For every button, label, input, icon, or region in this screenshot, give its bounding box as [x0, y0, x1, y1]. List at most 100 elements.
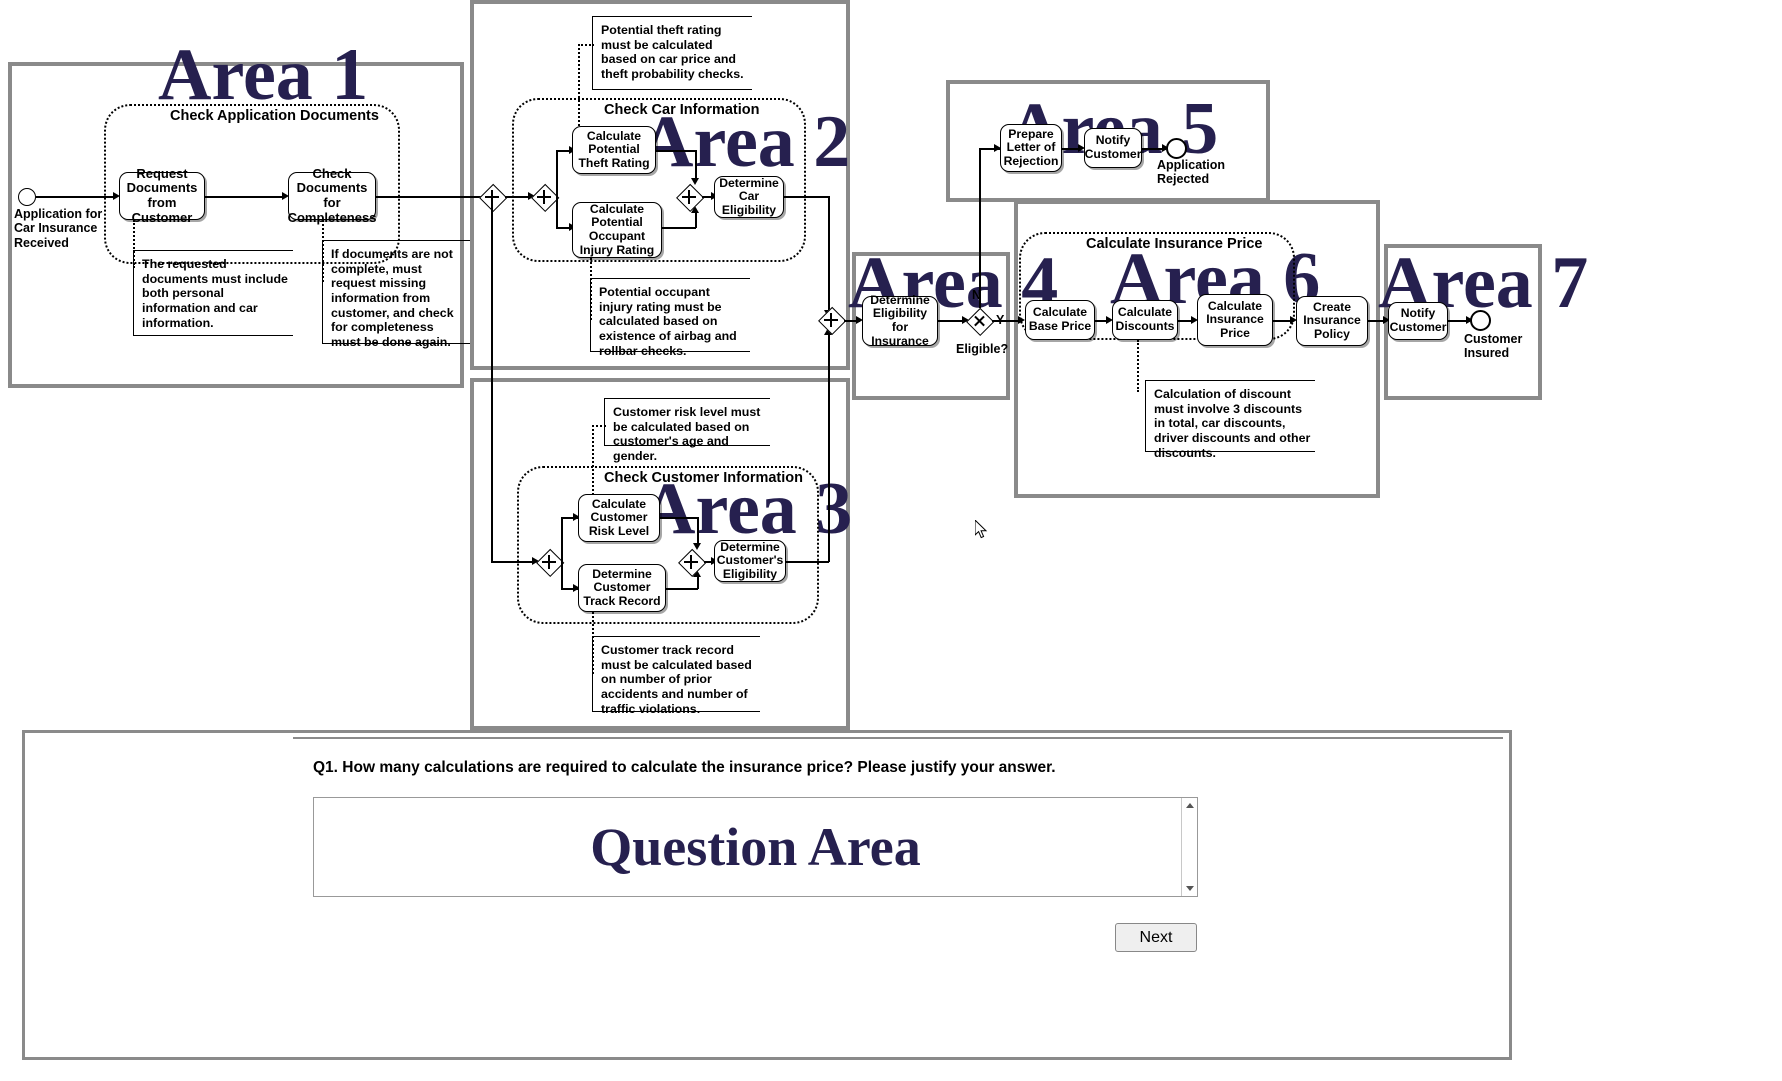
flow-discounts-to-price [1178, 320, 1194, 322]
flow-eligibility-to-gateway [938, 320, 964, 322]
annotation-occupant-injury: Potential occupant injury rating must be… [590, 278, 750, 358]
task-prepare-letter-of-rejection[interactable]: Prepare Letter of Rejection [1000, 124, 1062, 172]
flow-risk-join-v [697, 517, 699, 545]
task-calculate-potential-occupant-injury-rating[interactable]: Calculate Potential Occupant Injury Rati… [572, 202, 662, 258]
task-notify-customer-rejection[interactable]: Notify Customer [1084, 128, 1142, 168]
arrowhead [532, 557, 539, 565]
flow-yes-branch [992, 320, 1022, 322]
annotation-link-requested-documents [133, 220, 135, 268]
arrowhead [1106, 316, 1113, 324]
flow-cust-out-v [828, 332, 830, 562]
arrowhead [573, 584, 580, 592]
task-determine-eligibility-for-insurance[interactable]: Determine Eligibility for Insurance [862, 293, 938, 347]
start-event-label-line-3: Received [14, 235, 69, 250]
task-check-documents-completeness[interactable]: Check Documents for Completeness [287, 165, 377, 225]
arrowhead [282, 192, 289, 200]
flow-join-to-determine-cust [704, 561, 714, 563]
answer-input[interactable]: Question Area [313, 797, 1198, 897]
annotation-text: Customer track record must be calculated… [601, 643, 752, 716]
end-event-customer-insured [1470, 310, 1491, 331]
arrowhead [693, 570, 701, 577]
task-determine-car-eligibility[interactable]: Determine Car Eligibility [714, 176, 784, 218]
annotation-track-record: Customer track record must be calculated… [592, 636, 760, 716]
task-create-insurance-policy[interactable]: Create Insurance Policy [1296, 296, 1368, 346]
annotation-link-customer-risk [592, 425, 594, 503]
gateway-eligible-decision [965, 307, 995, 337]
flow-cust-split-top [561, 517, 581, 519]
answer-overlay-label: Question Area [590, 817, 921, 877]
task-request-documents[interactable]: Request Documents from Customer [119, 166, 205, 224]
task-calculate-potential-theft-rating[interactable]: Calculate Potential Theft Rating [572, 126, 656, 174]
arrowhead [691, 206, 699, 213]
arrowhead [113, 192, 120, 200]
arrowhead [1383, 316, 1390, 324]
end-event-insured-line-1: Customer [1464, 332, 1523, 346]
flow-join-to-determine-eligibility [844, 320, 860, 322]
flow-main-split-down [491, 196, 493, 562]
task-determine-customer-track-record[interactable]: Determine Customer Track Record [578, 564, 666, 612]
gateway-parallel-join-car [675, 183, 705, 213]
annotation-theft-rating: Potential theft rating must be calculate… [592, 16, 752, 90]
gateway-parallel-join-main [817, 306, 847, 336]
task-calculate-insurance-price[interactable]: Calculate Insurance Price [1197, 294, 1273, 346]
end-event-rejected-label: Application Rejected [1157, 158, 1225, 187]
flow-no-branch-h [979, 148, 1001, 150]
area-4-frame [852, 252, 1010, 400]
task-determine-customer-eligibility[interactable]: Determine Customer's Eligibility [714, 540, 786, 582]
question-panel: Q1. How many calculations are required t… [22, 730, 1512, 1060]
scrollbar-down-arrow-icon[interactable] [1182, 881, 1197, 896]
arrowhead [1078, 144, 1085, 152]
annotation-text: If documents are not complete, must requ… [331, 247, 454, 349]
arrowhead [573, 513, 580, 521]
flow-start-to-request [36, 196, 114, 198]
annotation-link-track-record [592, 612, 594, 674]
flow-injury-join-v [695, 210, 697, 228]
subprocess-check-application-documents [104, 104, 400, 264]
arrowhead [691, 178, 699, 185]
arrowhead [856, 316, 863, 324]
arrowhead [1466, 316, 1473, 324]
annotation-incomplete-documents: If documents are not complete, must requ… [322, 240, 470, 349]
task-notify-customer-insured[interactable]: Notify Customer [1388, 302, 1448, 340]
area-3-frame [470, 378, 850, 730]
arrowhead [693, 543, 701, 550]
flow-check-to-area2 [376, 196, 481, 198]
flow-split-to-inner [505, 196, 529, 198]
start-event-label: Application for Car Insurance Received [14, 207, 102, 250]
gateway-branch-no-label: N [972, 288, 982, 302]
subprocess-check-customer-information-title: Check Customer Information [604, 470, 803, 486]
mouse-cursor-icon [975, 520, 988, 539]
task-calculate-base-price[interactable]: Calculate Base Price [1025, 300, 1095, 340]
arrowhead [962, 316, 969, 324]
flow-policy-to-notify-insured [1368, 320, 1386, 322]
flow-car-out-v [828, 196, 830, 318]
annotation-link-incomplete-documents [322, 220, 324, 282]
next-button[interactable]: Next [1115, 923, 1197, 952]
start-event-application-received [18, 188, 36, 206]
subprocess-check-car-information [512, 98, 806, 262]
flow-cust-split-bottom [561, 588, 581, 590]
flow-risk-to-join [660, 517, 698, 519]
flow-notify-to-rejected-end [1142, 148, 1166, 150]
task-calculate-discounts[interactable]: Calculate Discounts [1112, 300, 1178, 340]
end-event-insured-label: Customer Insured [1464, 332, 1522, 361]
area-2-label: Area 2 [640, 101, 851, 183]
flow-main-split-to-cust [491, 561, 533, 563]
flow-cust-out [786, 561, 829, 563]
task-calculate-customer-risk-level[interactable]: Calculate Customer Risk Level [578, 494, 660, 542]
scrollbar-up-arrow-icon[interactable] [1182, 798, 1197, 813]
subprocess-check-car-information-title: Check Car Information [604, 102, 760, 118]
arrowhead [1191, 316, 1198, 324]
area-1-frame [8, 62, 464, 388]
flow-price-to-policy [1273, 320, 1293, 322]
end-event-rejected-line-2: Rejected [1157, 172, 1210, 187]
subprocess-calculate-insurance-price-title: Calculate Insurance Price [1086, 236, 1263, 252]
start-event-label-line-2: Car Insurance [14, 221, 98, 236]
annotation-text: Potential occupant injury rating must be… [599, 285, 737, 358]
flow-car-split-top [556, 150, 578, 152]
flow-base-to-discounts [1095, 320, 1109, 322]
answer-scrollbar[interactable] [1181, 798, 1197, 896]
flow-notify-to-insured-end [1448, 320, 1470, 322]
gateway-parallel-split-car [530, 183, 560, 213]
annotation-link-occupant-injury [590, 258, 592, 320]
